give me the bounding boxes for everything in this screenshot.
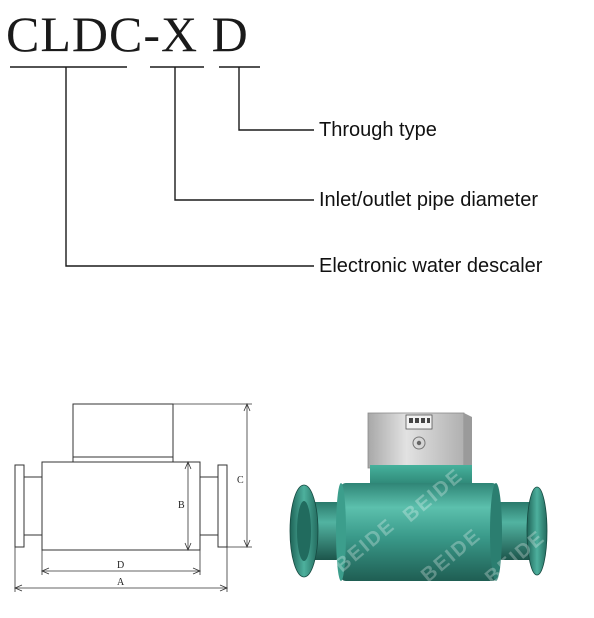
dimension-label-b: B — [178, 500, 185, 511]
callout-water-descaler: Electronic water descaler — [319, 255, 543, 277]
drawing-main-body — [41, 461, 201, 551]
technical-drawing: C B D A — [13, 402, 252, 592]
dimension-label-d: D — [117, 560, 124, 571]
model-code: CLDC-X D — [6, 6, 249, 62]
photo-main-body — [340, 483, 498, 581]
photo-right-flange — [526, 486, 548, 576]
dimension-label-a: A — [117, 577, 125, 588]
leader-through — [238, 67, 314, 131]
drawing-left-flange — [14, 464, 25, 548]
product-photo: BEIDE BEIDE BEIDE BEIDE — [289, 412, 550, 589]
callout-through-type: Through type — [319, 119, 437, 141]
photo-box-base — [370, 465, 472, 487]
dimension-label-c: C — [237, 475, 244, 486]
drawing-right-flange — [217, 464, 228, 548]
leader-inlet — [174, 67, 314, 201]
leader-electronic — [65, 67, 314, 267]
drawing-control-box — [72, 403, 174, 463]
callout-pipe-diameter: Inlet/outlet pipe diameter — [319, 189, 539, 211]
callout-lines — [10, 66, 314, 267]
